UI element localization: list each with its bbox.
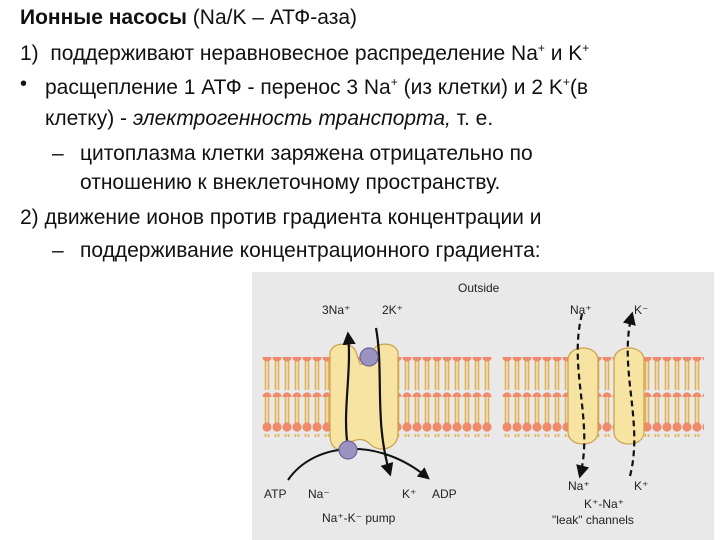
bullet-line2-plain: клетку) -	[45, 107, 133, 130]
bullet-text-b: (из клетки) и 2 K	[397, 76, 563, 99]
heading-bold: Ионные насосы	[20, 6, 187, 29]
bullet-line2-end: т. е.	[450, 107, 494, 130]
dash-1-line-1: цитоплазма клетки заряжена отрицательно …	[80, 142, 533, 165]
point-2: 2) движение ионов против градиента конце…	[20, 206, 542, 229]
bullet-line2-italic: электрогенность транспорта,	[132, 107, 451, 130]
point-1-text: поддерживают неравновесное распределение…	[50, 42, 538, 65]
membrane-transport-figure: Outside 3Na⁺ 2K⁺ ATP Na⁻ K⁺ ADP Na⁺-K⁻ p…	[252, 272, 714, 540]
pump-na-arrow	[342, 331, 356, 449]
point-1-sup1: +	[537, 41, 545, 55]
point-1-sup2: +	[582, 41, 590, 55]
bullet-sup1: +	[390, 75, 398, 89]
leak-bottom-k-label: K⁺	[634, 479, 648, 493]
membrane-right	[502, 357, 704, 437]
point-1-number: 1)	[20, 42, 39, 65]
bullet-line-2: клетку) - электрогенность транспорта, т.…	[45, 106, 493, 132]
point-1: 1) поддерживают неравновесное распределе…	[20, 41, 589, 67]
pump-bottom-site	[338, 440, 358, 460]
dash-1-marker: –	[52, 142, 64, 165]
leak-top-na-label: Na⁺	[570, 303, 592, 317]
point-1-and: и K	[544, 42, 583, 65]
bullet-marker: •	[20, 73, 28, 95]
bullet-sup2: +	[562, 75, 570, 89]
dash-2-text: поддерживание концентрационного градиент…	[80, 239, 541, 262]
pump-top-site	[359, 347, 379, 367]
leak-channel-left	[567, 347, 599, 445]
bullet-line-1: расщепление 1 АТФ - перенос 3 Na+ (из кл…	[45, 75, 588, 101]
leak-caption-1: K⁺-Na⁺	[584, 497, 624, 511]
leak-channel-right	[613, 347, 645, 445]
heading-rest: (Na/K – АТФ-аза)	[186, 6, 358, 29]
leak-caption-2: "leak" channels	[552, 513, 634, 527]
leak-bottom-na-label: Na⁺	[568, 479, 590, 493]
dash-1-line-2: отношению к внеклеточному пространству.	[80, 171, 501, 194]
leak-k-arrow	[622, 311, 636, 477]
pump-top-k-label: 2K⁺	[382, 303, 403, 317]
atp-label: ATP	[264, 487, 286, 501]
pump-top-na-label: 3Na⁺	[322, 303, 350, 317]
pump-caption: Na⁺-K⁻ pump	[322, 511, 396, 525]
adp-label: ADP	[432, 487, 457, 501]
outside-label: Outside	[458, 281, 500, 295]
bullet-text-a: расщепление 1 АТФ - перенос 3 Na	[45, 76, 391, 99]
pump-bottom-k-label: K⁺	[402, 487, 416, 501]
bullet-text-c: (в	[569, 76, 589, 99]
pump-k-arrow	[374, 327, 394, 477]
heading: Ионные насосы (Na/K – АТФ-аза)	[20, 5, 357, 31]
dash-2-marker: –	[52, 239, 64, 262]
pump-bottom-na-label: Na⁻	[308, 487, 330, 501]
leak-na-arrow	[576, 313, 590, 479]
leak-top-k-label: K⁻	[634, 303, 648, 317]
